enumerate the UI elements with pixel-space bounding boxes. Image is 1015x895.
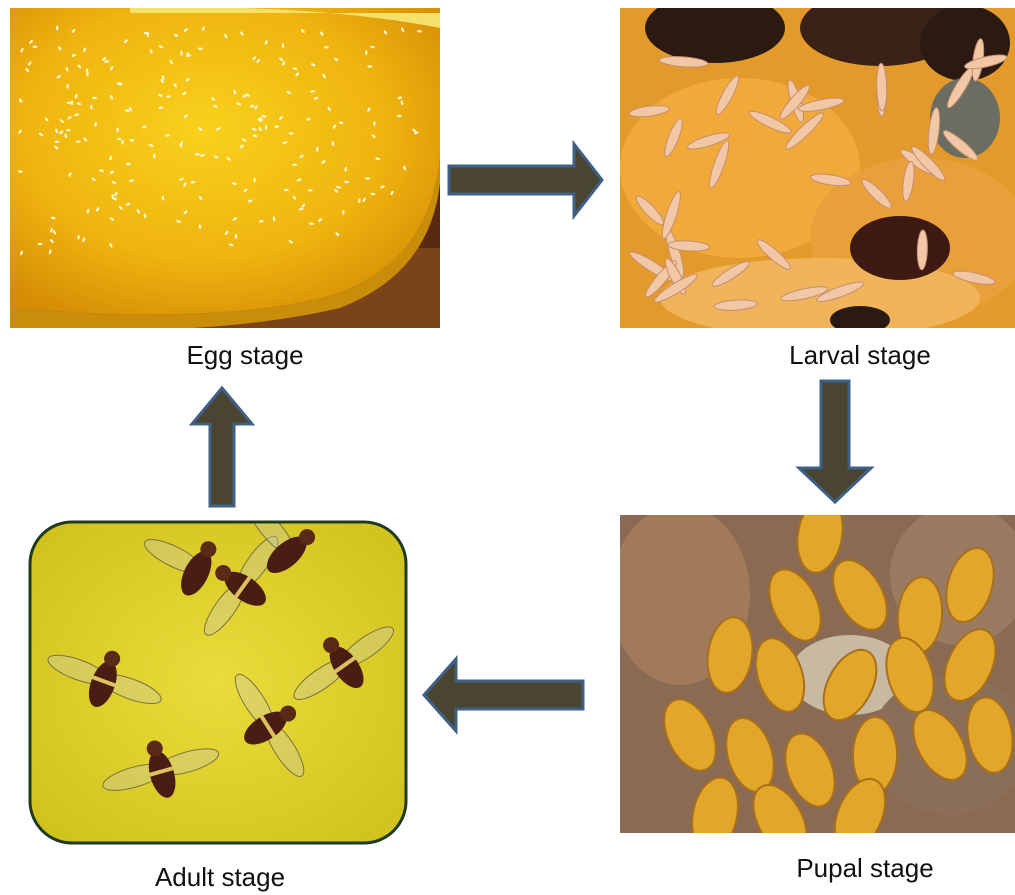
adult-stage-label: Adult stage <box>130 862 310 893</box>
pupal-stage-label: Pupal stage <box>765 853 965 884</box>
arrow-left-icon <box>420 655 586 735</box>
arrow-up-icon <box>188 384 256 510</box>
pupal-stage-image <box>620 515 1015 833</box>
larval-stage-image <box>620 8 1015 328</box>
arrow-down-icon <box>795 378 875 506</box>
larval-stage-label: Larval stage <box>760 340 960 371</box>
adult-stage-image <box>28 520 408 845</box>
egg-stage-image <box>10 8 440 328</box>
arrow-right-icon <box>446 140 606 220</box>
egg-stage-label: Egg stage <box>155 340 335 371</box>
